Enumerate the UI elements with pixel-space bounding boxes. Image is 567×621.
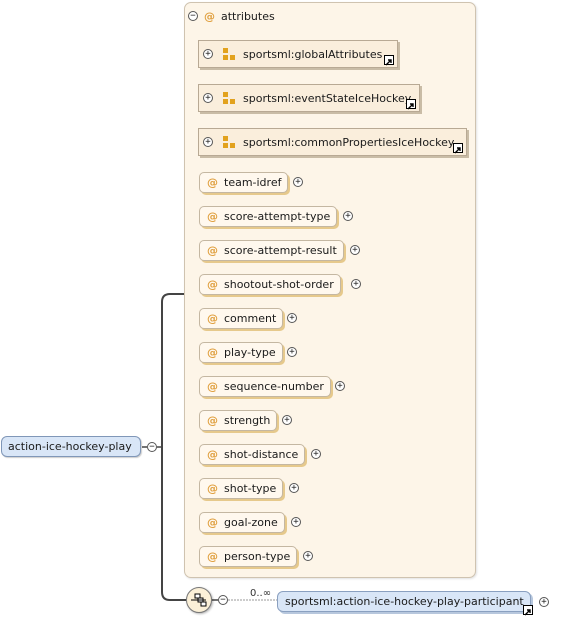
expand-group-button[interactable]: + [203,93,213,103]
expand-attribute-button[interactable]: + [291,517,301,527]
attributes-title: attributes [221,9,275,23]
root-element-node[interactable]: action-ice-hockey-play [1,436,141,457]
expand-attribute-button[interactable]: + [282,415,292,425]
cardinality-label: 0..∞ [250,588,272,599]
attribute-icon: @ [207,448,218,461]
attribute-label: sequence-number [224,380,324,393]
expand-attribute-button[interactable]: + [343,211,353,221]
attribute-icon: @ [207,312,218,325]
attribute-label: shootout-shot-order [224,278,334,291]
attribute-node[interactable]: @ sequence-number [199,376,331,397]
attribute-icon: @ [207,414,218,427]
attribute-node[interactable]: @ comment [199,308,284,329]
attribute-node[interactable]: @ shootout-shot-order [199,274,341,295]
attribute-label: person-type [224,550,291,563]
expand-attribute-button[interactable]: + [287,313,297,323]
attribute-icon: @ [207,380,218,393]
expand-attribute-button[interactable]: + [311,449,321,459]
attribute-node[interactable]: @ person-type [199,546,298,567]
attribute-label: comment [224,312,277,325]
expand-attribute-button[interactable]: + [303,551,313,561]
child-element-node[interactable]: sportsml:action-ice-hockey-play-particip… [277,591,533,616]
expand-attribute-button[interactable]: + [351,279,361,289]
reference-link-icon[interactable] [522,605,533,616]
attribute-group-icon [223,136,235,148]
attribute-group[interactable]: + sportsml:eventStateIceHockey [198,84,420,112]
attribute-label: score-attempt-result [224,244,337,257]
attribute-label: play-type [224,346,276,359]
attribute-icon: @ [207,550,218,563]
expand-attribute-button[interactable]: + [287,347,297,357]
expand-attribute-button[interactable]: + [293,177,303,187]
attribute-group[interactable]: + sportsml:globalAttributes [198,40,398,68]
attribute-icon: @ [207,278,218,291]
expand-group-button[interactable]: + [203,49,213,59]
expand-group-button[interactable]: + [203,137,213,147]
group-label: sportsml:globalAttributes [243,47,383,61]
attributes-header: − @ attributes [188,8,275,24]
attribute-node[interactable]: @ shot-distance [199,444,306,465]
group-label: sportsml:commonPropertiesIceHockey [243,135,455,149]
attribute-icon: @ [204,9,215,23]
reference-link-icon[interactable] [384,55,394,66]
attribute-label: score-attempt-type [224,210,331,223]
attribute-group-icon [223,92,235,104]
attribute-node[interactable]: @ team-idref [199,172,289,193]
root-element-label: action-ice-hockey-play [8,440,132,453]
expand-attribute-button[interactable]: + [289,483,299,493]
attribute-label: team-idref [224,176,282,189]
attribute-icon: @ [207,244,218,257]
collapse-root-button[interactable]: − [147,442,157,452]
attribute-label: strength [224,414,271,427]
expand-attribute-button[interactable]: + [335,381,345,391]
child-element-label: sportsml:action-ice-hockey-play-particip… [285,595,524,608]
attribute-label: goal-zone [224,516,278,529]
group-label: sportsml:eventStateIceHockey [243,91,412,105]
attribute-label: shot-type [224,482,277,495]
attribute-label: shot-distance [224,448,299,461]
attribute-icon: @ [207,346,218,359]
attribute-icon: @ [207,210,218,223]
attribute-node[interactable]: @ score-attempt-result [199,240,344,261]
attribute-node[interactable]: @ play-type [199,342,283,363]
attribute-icon: @ [207,516,218,529]
attribute-node[interactable]: @ shot-type [199,478,284,499]
reference-link-icon[interactable] [453,143,463,154]
expand-child-button[interactable]: + [539,597,549,607]
collapse-attributes-button[interactable]: − [188,11,198,21]
expand-attribute-button[interactable]: + [350,245,360,255]
collapse-sequence-button[interactable]: − [218,595,228,605]
attribute-node[interactable]: @ strength [199,410,278,431]
attribute-node[interactable]: @ score-attempt-type [199,206,338,227]
sequence-compositor-icon[interactable] [186,587,212,613]
attribute-icon: @ [207,482,218,495]
reference-link-icon[interactable] [406,99,416,110]
attribute-group[interactable]: + sportsml:commonPropertiesIceHockey [198,128,467,156]
attribute-icon: @ [207,176,218,189]
attribute-node[interactable]: @ goal-zone [199,512,285,533]
attribute-group-icon [223,48,235,60]
